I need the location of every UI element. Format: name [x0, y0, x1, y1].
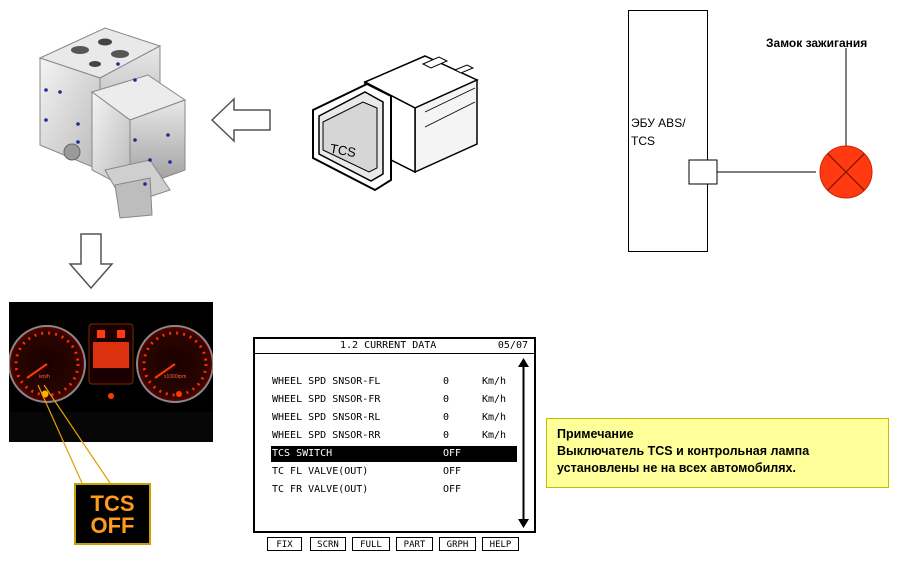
cluster-drawing [9, 302, 213, 442]
fkey-part[interactable]: PART [396, 537, 433, 551]
data-row-tcs-switch[interactable]: TCS SWITCH OFF [271, 446, 517, 462]
data-row-tc-fl-valve[interactable]: TC FL VALVE(OUT) OFF [272, 466, 462, 477]
fkey-scrn[interactable]: SCRN [310, 537, 346, 551]
scan-tool-screen: 1.2 CURRENT DATA 05/07 WHEEL SPD SNSOR-F… [253, 337, 536, 533]
tcs-off-line1: TCS [90, 491, 135, 516]
scan-title: 1.2 CURRENT DATA [340, 340, 437, 351]
left-gauge-label: km/h [39, 374, 50, 380]
note-box: Примечание Выключатель TCS и контрольная… [546, 418, 889, 488]
data-row-wheel-rr[interactable]: WHEEL SPD SNSOR-RR 0 Km/h [272, 430, 507, 441]
arrow-left-icon [210, 97, 271, 143]
ecu-label-line2: TCS [631, 134, 655, 148]
note-line2: установлены не на всех автомобилях. [557, 461, 796, 475]
scan-header: 1.2 CURRENT DATA 05/07 [255, 339, 534, 354]
tcs-off-indicator: TCS OFF [74, 483, 151, 545]
fkey-fix[interactable]: FIX [267, 537, 302, 551]
tcs-switch [312, 55, 479, 192]
wiring-diagram [688, 48, 873, 199]
scroll-up-icon[interactable] [518, 358, 529, 367]
abs-hydraulic-unit [38, 27, 187, 219]
scrollbar[interactable] [517, 357, 530, 529]
instrument-cluster: km/h x1000rpm [9, 302, 213, 442]
note-line1: Выключатель TCS и контрольная лампа [557, 444, 810, 458]
scan-page-indicator: 05/07 [497, 340, 528, 351]
note-heading: Примечание [557, 427, 634, 441]
callout-lines [37, 384, 111, 484]
tcs-off-line2: OFF [90, 513, 135, 538]
ecu-label-line1: ЭБУ ABS/ [631, 116, 686, 130]
ignition-switch-label: Замок зажигания [766, 36, 868, 50]
fkey-help[interactable]: HELP [482, 537, 519, 551]
data-row-wheel-fl[interactable]: WHEEL SPD SNSOR-FL 0 Km/h [272, 376, 507, 387]
data-row-wheel-rl[interactable]: WHEEL SPD SNSOR-RL 0 Km/h [272, 412, 507, 423]
fkey-grph[interactable]: GRPH [439, 537, 476, 551]
data-row-wheel-fr[interactable]: WHEEL SPD SNSOR-FR 0 Km/h [272, 394, 507, 405]
data-row-tc-fr-valve[interactable]: TC FR VALVE(OUT) OFF [272, 484, 462, 495]
arrow-down-icon [68, 233, 114, 290]
scroll-down-icon[interactable] [518, 519, 529, 528]
right-gauge-label: x1000rpm [164, 374, 187, 380]
fkey-full[interactable]: FULL [352, 537, 390, 551]
abs-tcs-ecu-block: ЭБУ ABS/ TCS [628, 10, 708, 252]
